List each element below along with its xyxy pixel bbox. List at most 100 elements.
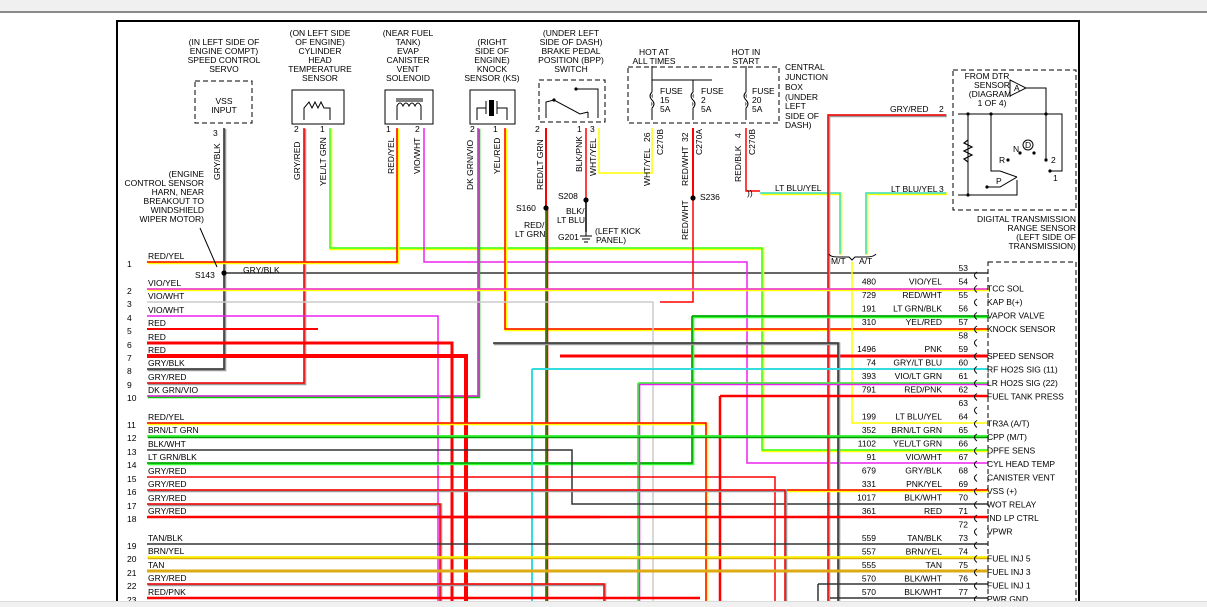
evap-wire-label-0: RED/YEL	[386, 137, 396, 174]
hot-always-1: ALL TIMES	[633, 56, 676, 66]
dtr-pos-2-label: 2	[1051, 155, 1056, 165]
fuse-20-conn: C270B	[747, 129, 757, 155]
wire	[147, 128, 225, 370]
cjb-label-1: JUNCTION	[785, 72, 828, 82]
dtr-pos-n	[1018, 151, 1022, 155]
left-row-number: 3	[127, 299, 132, 309]
evap-wire-label-1: VIO/WHT	[412, 138, 422, 174]
s143-leader	[199, 227, 218, 268]
central-junction-box: HOT AT ALL TIMES HOT IN START FUSE 15 5A…	[627, 47, 828, 186]
splice-node	[543, 205, 549, 211]
fuse-2-num: 2	[701, 95, 706, 105]
left-row-number: 10	[127, 393, 137, 403]
left-row-wire-label: TAN/BLK	[148, 533, 183, 543]
pcm-pin-number: 64	[959, 412, 969, 422]
hot-start-0: HOT IN	[732, 47, 761, 57]
pcm-pin-connector	[974, 298, 978, 307]
circuit-number: 1102	[858, 439, 877, 449]
pcm-pin-connector	[974, 528, 978, 536]
connector-a-icon	[1009, 79, 1028, 97]
pcm-function-label: FUEL INJ 5	[987, 554, 1031, 564]
left-row-number: 6	[127, 340, 132, 350]
dtr-node-4	[966, 193, 970, 197]
s160-label: S160	[516, 203, 536, 213]
cjb-label-2: BOX	[785, 82, 803, 92]
pcm-pin-number: 74	[959, 547, 969, 557]
evap-pin-2: 2	[415, 124, 420, 134]
circuit-number: 393	[862, 371, 876, 381]
left-row-number: 1	[127, 259, 132, 269]
knock-sensor-component: (RIGHT SIDE OF ENGINE) KNOCK SENSOR (KS)…	[464, 37, 519, 190]
pcm-function-label: CYL HEAD TEMP	[987, 459, 1055, 469]
bpp-location-1: SIDE OF DASH)	[540, 37, 603, 47]
switch-pivot	[552, 98, 556, 102]
pcm-pin-connector	[974, 352, 978, 361]
cht-location-3: HEAD	[308, 55, 332, 65]
wire	[147, 476, 776, 606]
dtr-pos-d	[1032, 151, 1036, 155]
cht-sensor-component: (ON LEFT SIDE OF ENGINE) CYLINDER HEAD T…	[288, 28, 352, 186]
pcm-pin-connector	[974, 325, 978, 334]
pcm-pin-connector	[974, 271, 978, 280]
fuse-2-glyph	[690, 91, 696, 109]
dtr-node-1	[966, 112, 970, 116]
evap-box	[384, 89, 434, 125]
left-row-number: 19	[127, 541, 137, 551]
s208-wire-0: BLK/	[566, 206, 585, 216]
dtr-from-2: (DIAGRAM	[969, 89, 1012, 99]
circuit-number: 74	[867, 358, 877, 368]
bpp-location-4: SWITCH	[554, 64, 588, 74]
wire	[147, 422, 707, 606]
left-row-wire-label: GRY/BLK	[148, 358, 185, 368]
pcm-pin-number: 72	[959, 520, 969, 530]
pcm-function-label: WOT RELAY	[987, 500, 1037, 510]
circuit-number: 361	[862, 506, 876, 516]
dtr-pin2-num: 2	[939, 104, 944, 114]
wire	[598, 128, 653, 174]
cht-wire-label-1: YEL/LT GRN	[318, 137, 328, 186]
dtr-pos-1-label: 1	[1053, 173, 1058, 183]
circuit-number: 679	[862, 466, 876, 476]
right-wire-label: YEL/RED	[906, 317, 942, 327]
pcm-function-label: SPEED SENSOR	[987, 351, 1054, 361]
right-wire-label: BRN/YEL	[906, 547, 943, 557]
wire-stripe	[493, 342, 841, 606]
ks-location-0: (RIGHT	[477, 37, 506, 47]
pcm-pin-number: 67	[959, 452, 969, 462]
evap-location-4: VENT	[397, 64, 420, 74]
dtr-from-3: 1 OF 4)	[978, 98, 1007, 108]
s143-label: S143	[195, 270, 215, 280]
s160-wire-0: RED/	[524, 220, 545, 230]
wires-layer	[147, 114, 989, 606]
dtr-label-1: RANGE SENSOR	[1008, 223, 1077, 233]
pcm-pin-connector	[974, 366, 978, 374]
thermistor-icon	[303, 100, 331, 120]
dtr-pos-d-label: D	[1025, 140, 1031, 150]
left-row-number: 14	[127, 460, 137, 470]
pcm-pin-number: 76	[959, 574, 969, 584]
pcm-pin-connector	[974, 406, 978, 415]
right-wire-label: LT GRN/BLK	[893, 304, 942, 314]
cjb-box	[627, 66, 780, 124]
g201-label: G201	[558, 232, 579, 242]
circuit-number: 559	[862, 533, 876, 543]
left-row-wire-label: RED/PNK	[148, 587, 186, 597]
circuit-number: 557	[862, 547, 876, 557]
pcm-function-label: KAP B(+)	[987, 297, 1023, 307]
left-row-wire-label: BRN/LT GRN	[148, 425, 199, 435]
pcm-pin-number: 75	[959, 560, 969, 570]
wire-stripe	[147, 128, 400, 265]
left-row-number: 20	[127, 554, 137, 564]
pcm-function-label: VPWR	[987, 527, 1013, 537]
cht-location-4: TEMPERATURE	[288, 64, 352, 74]
bpp-location-3: POSITION (BPP)	[538, 55, 604, 65]
pcm-function-label: RF HO2S SIG (11)	[987, 365, 1058, 375]
pcm-function-label: TR3A (A/T)	[987, 419, 1030, 429]
bpp-wire-label-1: BLK/PNK	[574, 136, 584, 172]
wire	[147, 128, 479, 397]
hot-start-1: START	[732, 56, 759, 66]
pcm-pin-number: 63	[959, 398, 969, 408]
wire	[493, 342, 839, 606]
circuit-number: 199	[862, 412, 876, 422]
pcm-pin-number: 55	[959, 290, 969, 300]
